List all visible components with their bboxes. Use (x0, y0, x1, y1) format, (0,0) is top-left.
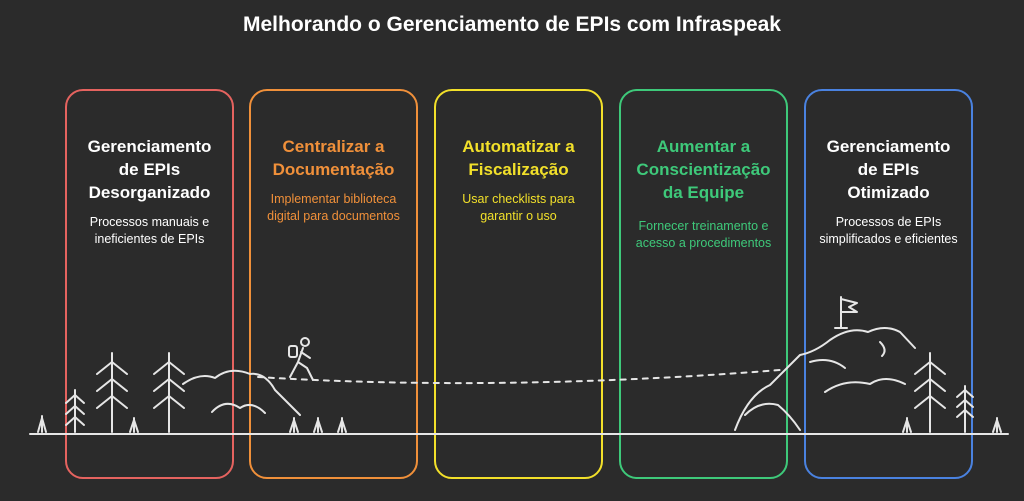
step-card-1: Gerenciamento de EPIs Desorganizado Proc… (65, 89, 234, 479)
step-card-5: Gerenciamento de EPIs Otimizado Processo… (804, 89, 973, 479)
mountain-icon (734, 327, 916, 431)
grass-icon (289, 417, 299, 433)
grass-icon (992, 417, 1002, 433)
step-4-description: Fornecer treinamento e acesso a procedim… (635, 219, 772, 250)
grass-icon (313, 417, 323, 433)
tree-icon (96, 352, 128, 433)
hiker-icon (288, 337, 314, 381)
flag-icon (834, 296, 858, 329)
hill-icon (182, 369, 301, 416)
tree-icon (65, 389, 85, 433)
mountain-icon (809, 359, 846, 369)
step-3-title: Automatizar a Fiscalização (462, 137, 575, 179)
step-card-3: Automatizar a Fiscalização Usar checklis… (434, 89, 603, 479)
step-5-title: Gerenciamento de EPIs Otimizado (826, 137, 951, 202)
step-2-description: Implementar biblioteca digital para docu… (267, 192, 400, 223)
mountain-icon (744, 402, 801, 431)
tree-icon (956, 385, 974, 433)
grass-icon (37, 415, 47, 433)
grass-icon (902, 417, 912, 433)
step-card-4: Aumentar a Conscientização da Equipe For… (619, 89, 788, 479)
tree-icon (153, 352, 185, 433)
step-5-description: Processos de EPIs simplificados e eficie… (819, 215, 958, 246)
mountain-icon (824, 378, 906, 393)
dashed-path (257, 369, 781, 385)
step-2-title: Centralizar a Documentação (272, 137, 395, 179)
step-4-title: Aumentar a Conscientização da Equipe (636, 137, 771, 202)
step-card-2: Centralizar a Documentação Implementar b… (249, 89, 418, 479)
step-3-description: Usar checklists para garantir o uso (462, 192, 575, 223)
grass-icon (337, 417, 347, 433)
tree-icon (914, 352, 946, 433)
mountain-icon (879, 341, 886, 357)
hill-icon (211, 402, 266, 414)
diagram-title: Melhorando o Gerenciamento de EPIs com I… (243, 13, 781, 36)
grass-icon (129, 417, 139, 433)
step-1-title: Gerenciamento de EPIs Desorganizado (87, 137, 212, 202)
step-1-description: Processos manuais e ineficientes de EPIs (89, 215, 210, 246)
